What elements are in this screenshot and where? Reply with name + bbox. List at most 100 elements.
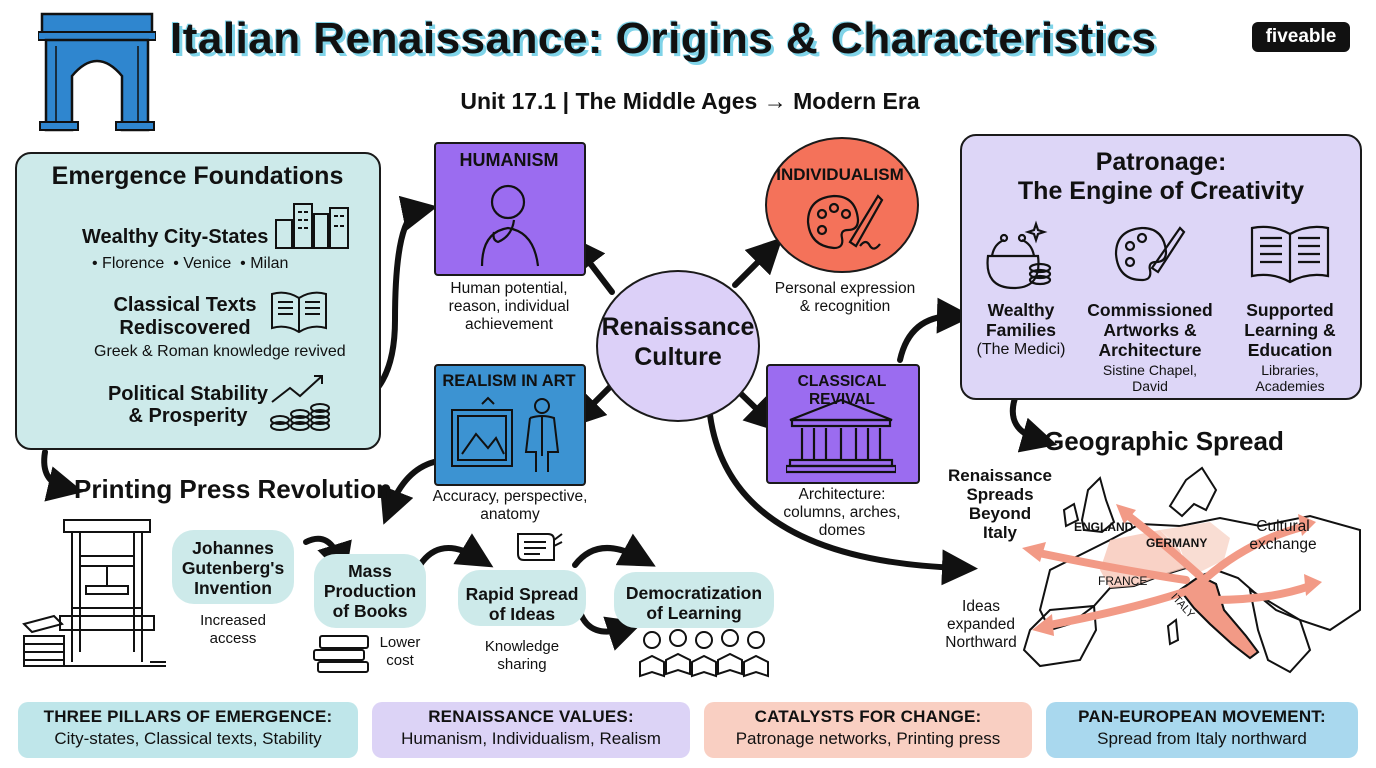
palette-brush-icon [1114,226,1186,282]
center-hub [596,270,760,422]
printing-step4-l1: Democratization [625,583,763,603]
foundations-title: Emergence Foundations [51,162,344,190]
humanism-card [434,142,586,276]
printing-step2-note-l1: Lower [379,634,421,651]
scroll-icon [517,533,563,561]
summary-paneuropean: PAN-EUROPEAN MOVEMENT: Spread from Italy… [1046,702,1358,758]
foundations-item-citystates-sub: • Florence • Venice • Milan [92,255,289,272]
printing-step3-l1: Rapid Spread [465,584,579,604]
printing-step1-l2: Gutenberg's [181,558,285,578]
europe-map [1022,466,1361,674]
spread-arrowhead-east [1304,574,1322,596]
humanism-caption-l1: Human potential, [450,280,568,297]
palette-brush-icon [806,194,884,250]
map-highlight-italy [1178,574,1260,660]
map-highlight-germany [1160,522,1230,572]
humanism-caption-l2: reason, individual [448,298,570,315]
printing-step1-l1: Johannes [192,538,274,558]
arrow-center-to-realism [569,382,615,428]
arrow-step2-to-step3 [417,533,494,568]
patronage-col2-l2: Artworks & [1103,320,1197,340]
spread-arrowhead-northeast [1298,514,1316,536]
printing-step2-l1: Mass [348,561,392,581]
arrow-center-to-individualism [732,237,783,288]
geography-ideas-l1: Ideas [962,598,1000,615]
patronage-col2-sub-l1: Sistine Chapel, [1102,362,1198,378]
growth-coins-icon [270,375,330,431]
summary-catalysts: CATALYSTS FOR CHANGE: Patronage networks… [704,702,1032,758]
geography-ideas-l3: Northward [945,634,1017,651]
open-book-icon [271,291,327,334]
foundations-item-stability-l1: Political Stability [107,383,269,405]
patronage-col2-l1: Commissioned [1087,300,1213,320]
foundations-item-texts-sub: Greek & Roman knowledge revived [94,343,346,360]
humanism-title: HUMANISM [459,150,559,170]
arrow-center-to-geography [707,412,978,586]
map-balkans [1248,587,1312,674]
individualism-card [765,137,919,273]
foundations-item-stability-l2: & Prosperity [128,405,248,427]
printing-title: Printing Press Revolution [74,474,392,504]
foundations-item-texts-l1: Classical Texts [113,294,257,316]
arrow-foundations-to-printing [41,449,84,502]
individualism-caption-l1: Personal expression [774,280,916,297]
classical-caption-l3: domes [818,522,866,539]
patronage-col2-sub-l2: David [1132,378,1168,394]
arrow-realism-to-printing [379,459,437,525]
summary-values-heading: RENAISSANCE VALUES: [428,707,634,726]
map-iberia [1022,604,1098,668]
arch-logo-icon [37,12,157,137]
realism-title: REALISM IN ART [442,372,576,390]
stacked-books-icon [313,635,369,673]
spread-arrowhead-north [1116,504,1136,524]
map-label-france: FRANCE [1098,574,1148,588]
printing-step3-l2: of Ideas [488,604,556,624]
summary-paneuropean-heading: PAN-EUROPEAN MOVEMENT: [1078,707,1326,726]
summary-pillars-text: City-states, Classical texts, Stability [54,729,322,748]
printing-step2-chip [314,554,426,628]
printing-step1-chip [172,530,294,604]
patronage-col3-sub-l1: Libraries, [1261,362,1319,378]
spread-arrow-west [1040,586,1194,630]
page-title: Italian Renaissance: Origins & Character… [170,14,1157,63]
humanism-caption-l3: achievement [465,316,553,333]
arrow-classical-to-patronage [897,297,973,363]
patronage-col1-l3: (The Medici) [976,341,1066,358]
geography-spread-l4: Italy [982,523,1018,542]
summary-values-text: Humanism, Individualism, Realism [401,729,661,748]
arrow-step3-to-step4 [572,533,656,568]
map-label-germany: GERMANY [1146,536,1208,550]
individualism-caption-l2: & recognition [799,298,891,315]
spread-arrowhead-west [1032,614,1054,636]
spread-arrow-east [1210,582,1314,604]
geography-title: Geographic Spread [1044,426,1284,456]
temple-columns-icon [786,398,896,474]
thinking-person-icon [480,184,540,267]
summary-pillars: THREE PILLARS OF EMERGENCE: City-states,… [18,702,358,758]
foundations-item-texts-l2: Rediscovered [119,317,251,339]
map-sardinia [1166,618,1180,646]
classical-caption-l2: columns, arches, [783,504,901,521]
patronage-title-l2: The Engine of Creativity [1017,177,1305,205]
printing-step1-l3: Invention [194,578,272,598]
page-subtitle: Unit 17.1 | The Middle Ages → Modern Era [460,88,920,114]
realism-caption-l2: anatomy [480,506,540,523]
printing-step3-note-l2: sharing [497,656,547,673]
spread-arrow-northwest [1030,548,1190,584]
printing-step3-chip [458,570,586,626]
printing-step1-note-l2: access [209,630,257,647]
patronage-col3-sub-l2: Academies [1255,378,1325,394]
patronage-col2-l3: Architecture [1098,340,1202,360]
classical-caption-l1: Architecture: [798,486,886,503]
summary-catalysts-text: Patronage networks, Printing press [735,729,1001,748]
printing-step2-l2: Production [323,581,417,601]
patronage-col3-l2: Learning & [1244,320,1336,340]
printing-press-icon [22,519,166,667]
patronage-col1-l2: Families [985,320,1057,340]
map-scandinavia [1168,466,1218,518]
printing-step2-l3: of Books [332,601,408,621]
center-hub-line2: Culture [634,343,722,371]
map-ireland [1062,502,1080,528]
summary-catalysts-heading: CATALYSTS FOR CHANGE: [754,707,982,726]
geography-spread-l3: Beyond [968,504,1032,523]
